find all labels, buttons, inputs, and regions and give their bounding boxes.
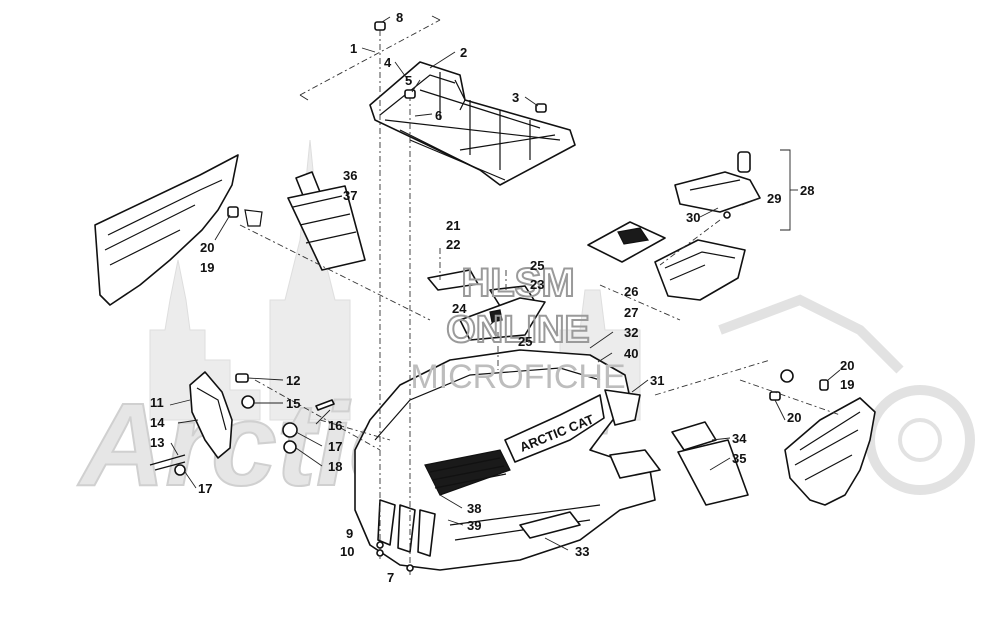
- callout-17-upper: 17: [328, 439, 342, 454]
- callout-29: 29: [767, 191, 781, 206]
- callout-40: 40: [624, 346, 638, 361]
- callout-26: 26: [624, 284, 638, 299]
- callout-19-right: 19: [840, 377, 854, 392]
- callout-30: 30: [686, 210, 700, 225]
- callout-20-upper-right: 20: [840, 358, 854, 373]
- callout-7: 7: [387, 570, 394, 585]
- watermark-line3: MICROFICHE: [410, 358, 625, 396]
- callout-17-lower: 17: [198, 481, 212, 496]
- callout-27: 27: [624, 305, 638, 320]
- callout-6: 6: [435, 108, 442, 123]
- headlight-assembly: [149, 371, 335, 476]
- callout-4: 4: [384, 55, 392, 70]
- callout-labels: 1 2 3 4 5 6 7 8 9 10 11 12 13 14 15 16 1…: [150, 10, 854, 585]
- callout-10: 10: [340, 544, 354, 559]
- callout-23: 23: [530, 277, 544, 292]
- front-rack: [299, 15, 576, 186]
- watermark-line2: ONLINE: [446, 309, 590, 351]
- storage-tray: [587, 221, 746, 301]
- callout-15: 15: [286, 396, 300, 411]
- callout-16: 16: [328, 418, 342, 433]
- callout-11: 11: [150, 395, 164, 410]
- dash-cover-assembly: [427, 269, 546, 341]
- callout-5: 5: [405, 73, 412, 88]
- callout-35: 35: [732, 451, 746, 466]
- right-fender-panel: [654, 359, 876, 506]
- callout-38: 38: [467, 501, 481, 516]
- rack-decal-panels: [287, 171, 366, 271]
- callout-24: 24: [452, 301, 467, 316]
- callout-13: 13: [150, 435, 164, 450]
- watermark-line1: HLSM: [461, 261, 574, 305]
- callout-leader-lines: [169, 16, 841, 551]
- callout-31: 31: [650, 373, 664, 388]
- assembly-lines: [239, 21, 721, 575]
- callout-25-lower: 25: [518, 334, 532, 349]
- callout-2: 2: [460, 45, 467, 60]
- callout-25-upper: 25: [530, 258, 544, 273]
- callout-37: 37: [343, 188, 357, 203]
- callout-39: 39: [467, 518, 481, 533]
- callout-3: 3: [512, 90, 519, 105]
- callout-34: 34: [732, 431, 747, 446]
- left-fender-panel: [94, 154, 263, 306]
- side-decal-panels: [609, 421, 749, 506]
- callout-8: 8: [396, 10, 403, 25]
- callout-28: 28: [800, 183, 814, 198]
- callout-20-lower-right: 20: [787, 410, 801, 425]
- callout-20-left: 20: [200, 240, 214, 255]
- callout-32: 32: [624, 325, 638, 340]
- callout-19-left: 19: [200, 260, 214, 275]
- callout-12: 12: [286, 373, 300, 388]
- callout-18: 18: [328, 459, 342, 474]
- callout-36: 36: [343, 168, 357, 183]
- callout-14: 14: [150, 415, 165, 430]
- callout-1: 1: [350, 41, 357, 56]
- callout-21: 21: [446, 218, 460, 233]
- callout-33: 33: [575, 544, 589, 559]
- callout-22: 22: [446, 237, 460, 252]
- callout-9: 9: [346, 526, 353, 541]
